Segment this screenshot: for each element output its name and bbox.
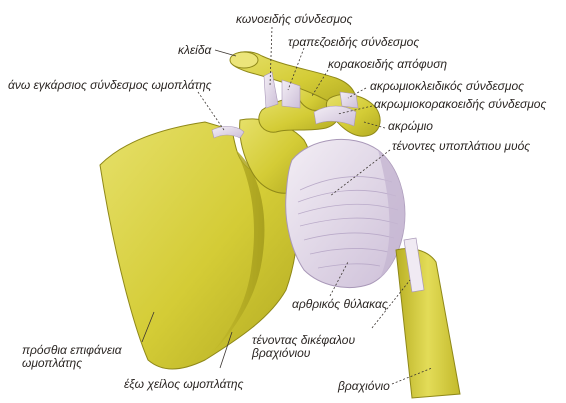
- leader-clavicle: [215, 50, 236, 56]
- label-clavicle: κλείδα: [178, 44, 211, 57]
- label-acromioclavicular-ligament: ακρωμιοκλειδικός σύνδεσμος: [370, 80, 524, 93]
- label-subscapularis-tendons: τένοντες υποπλάτιου μυός: [392, 140, 530, 153]
- label-lateral-border-scapula: έξω χείλος ωμοπλάτης: [124, 378, 243, 391]
- label-acromion: ακρώμιο: [388, 120, 433, 133]
- label-humerus: βραχιόνιο: [338, 380, 390, 393]
- label-coracoacromial-ligament: ακρωμιοκορακοειδής σύνδεσμος: [374, 98, 546, 111]
- clavicle-end: [230, 52, 258, 68]
- label-superior-transverse-scapular-ligament: άνω εγκάρσιος σύνδεσμος ωμοπλάτης: [8, 79, 212, 92]
- label-anterior-surface-line2: ωμοπλάτης: [22, 357, 152, 370]
- label-anterior-surface-scapula: πρόσθια επιφάνεια ωμοπλάτης: [22, 344, 152, 370]
- humerus-shaft: [396, 249, 460, 399]
- label-biceps-tendon: τένοντας δικέφαλου βραχιόνιου: [252, 334, 382, 360]
- label-conoid-ligament: κωνοειδής σύνδεσμος: [236, 13, 352, 26]
- label-biceps-tendon-line2: βραχιόνιου: [252, 347, 382, 360]
- label-trapezoid-ligament: τραπεζοειδής σύνδεσμος: [288, 36, 419, 49]
- label-joint-capsule: αρθρικός θύλακας: [292, 298, 388, 311]
- label-coracoid-process: κορακοειδής απόφυση: [328, 58, 447, 71]
